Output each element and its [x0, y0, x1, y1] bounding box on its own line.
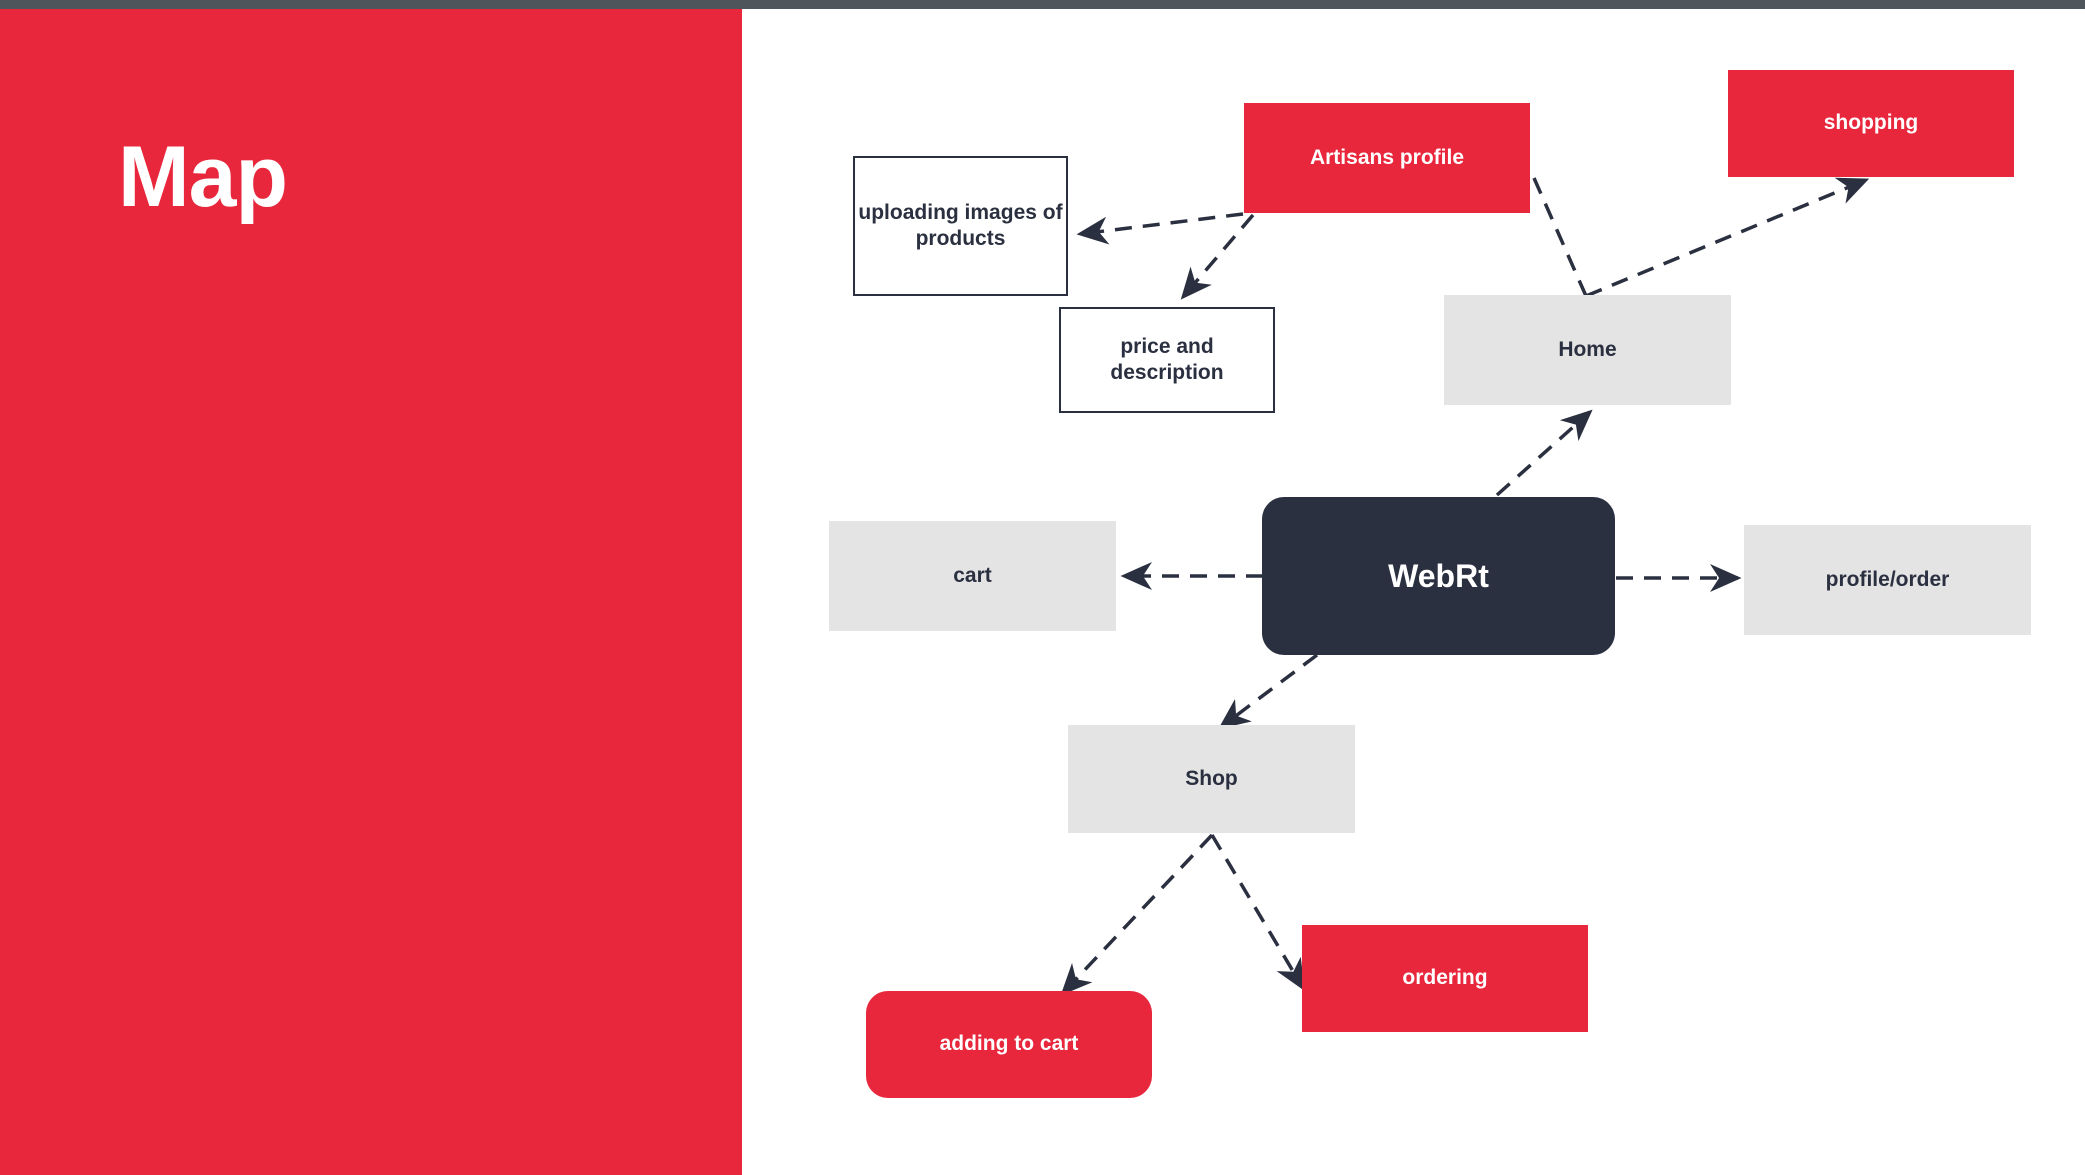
- node-adding-to-cart[interactable]: adding to cart: [866, 991, 1152, 1098]
- node-uploading-images-of-products[interactable]: uploading images of products: [853, 156, 1068, 296]
- node-shopping[interactable]: shopping: [1728, 70, 2014, 177]
- window-title-bar: [0, 0, 2085, 9]
- node-webrt[interactable]: WebRt: [1262, 497, 1615, 655]
- node-cart[interactable]: cart: [829, 521, 1116, 631]
- node-home[interactable]: Home: [1444, 295, 1731, 405]
- node-artisans-profile[interactable]: Artisans profile: [1244, 103, 1530, 213]
- title-panel: Map: [0, 9, 742, 1175]
- node-shop[interactable]: Shop: [1068, 725, 1355, 833]
- node-profile-order[interactable]: profile/order: [1744, 525, 2031, 635]
- page-title: Map: [118, 129, 288, 225]
- node-price-and-description[interactable]: price and description: [1059, 307, 1275, 413]
- node-ordering[interactable]: ordering: [1302, 925, 1588, 1032]
